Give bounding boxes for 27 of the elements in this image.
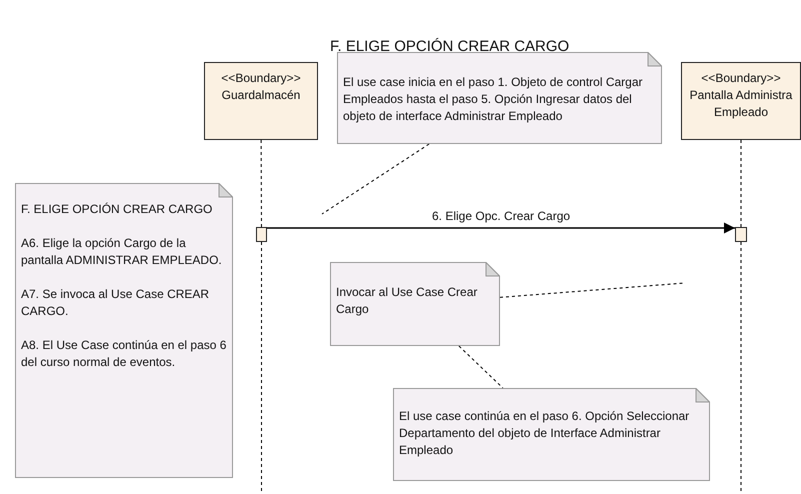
leader-line bbox=[458, 346, 504, 388]
note-text: El use case inicia en el paso 1. Objeto de control Cargar Empleados hasta el paso 5. Opción Ingresar datos del objeto de interface Administrar Empleado bbox=[343, 74, 644, 125]
note-text: El use case continúa en el paso 6. Opción Seleccionar Departamento del objeto de Interface Administrar Empleado bbox=[399, 408, 690, 459]
lifeline-head-box bbox=[204, 62, 318, 140]
note-text: A6. Elige la opción Cargo de la pantalla ADMINISTRAR EMPLEADO. bbox=[21, 235, 223, 269]
note-box bbox=[393, 388, 710, 481]
leader-line bbox=[322, 144, 430, 214]
lifeline bbox=[260, 140, 262, 228]
object-name: Guardalmacén bbox=[220, 87, 302, 104]
note-box bbox=[330, 262, 500, 346]
note-text: A8. El Use Case continúa en el paso 6 del curso normal de eventos. bbox=[21, 337, 227, 371]
activation-box bbox=[735, 227, 747, 242]
message-arrow bbox=[267, 222, 735, 234]
note-box bbox=[15, 183, 233, 478]
note-heading: F. ELIGE OPCIÓN CREAR CARGO bbox=[21, 201, 214, 218]
note-box bbox=[337, 52, 662, 144]
stereotype-label: <<Boundary>> bbox=[700, 70, 782, 87]
stereotype-label: <<Boundary>> bbox=[220, 70, 302, 87]
object-name: Pantalla Administra Empleado bbox=[688, 87, 794, 121]
lifeline bbox=[740, 140, 742, 228]
activation-box bbox=[256, 227, 267, 242]
diagram-title: F. ELIGE OPCIÓN CREAR CARGO bbox=[330, 38, 570, 55]
leader-line bbox=[500, 282, 686, 298]
message-label: 6. Elige Opc. Crear Cargo bbox=[430, 209, 572, 223]
lifeline-head-box bbox=[681, 62, 801, 140]
note-text: Invocar al Use Case Crear Cargo bbox=[336, 284, 478, 318]
note-text: A7. Se invoca al Use Case CREAR CARGO. bbox=[21, 286, 210, 320]
